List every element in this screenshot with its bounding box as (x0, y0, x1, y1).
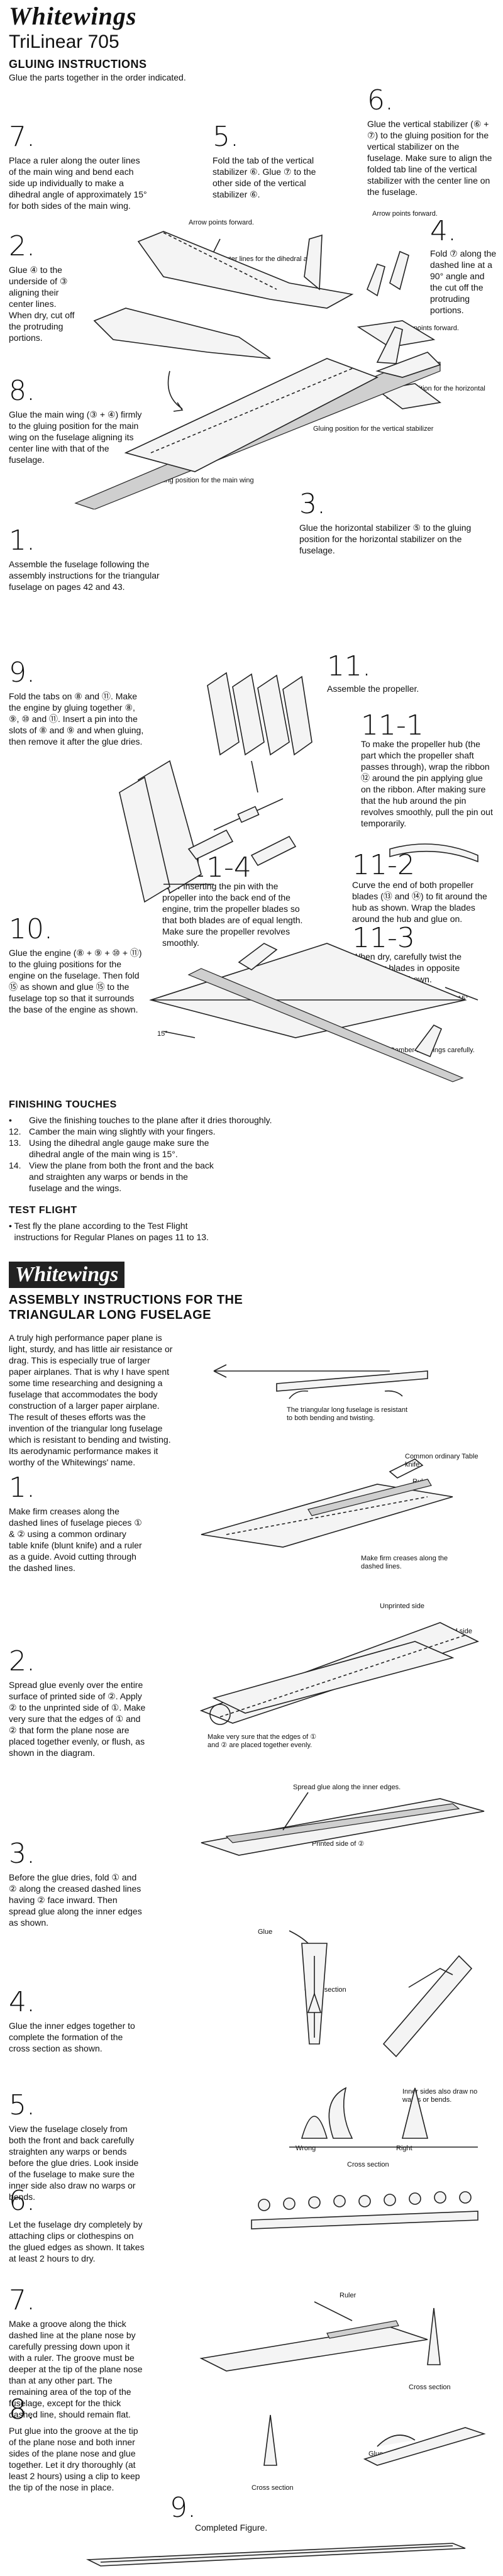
fuselage-step2-diagram (176, 1597, 490, 1736)
test-flight-text: Test fly the plane according to the Test… (14, 1220, 210, 1243)
test-flight-item: • Test fly the plane according to the Te… (9, 1220, 210, 1243)
fuselage-step5-diagram (277, 2075, 490, 2157)
engine-assembled (119, 761, 214, 902)
finishing-item: 12. Camber the main wing slightly with y… (9, 1126, 411, 1137)
engine-parts (207, 673, 312, 792)
fuselage-title: TRIANGULAR LONG FUSELAGE (9, 1308, 211, 1323)
finishing-item: • Give the finishing touches to the plan… (9, 1114, 411, 1126)
step-text: Glue the horizontal stabilizer ⑤ to the … (299, 522, 488, 556)
section-intro: Glue the parts together in the order ind… (9, 72, 186, 83)
fuselage-step7-diagram (189, 2289, 490, 2384)
step-number: 6. (367, 87, 394, 114)
gluing-diagram (0, 214, 503, 509)
brand-logo: Whitewings (9, 1, 136, 31)
step-text: Assemble the fuselage following the asse… (9, 558, 166, 592)
fuselage-step8-diagram (252, 2402, 490, 2478)
step-text: Glue the inner edges together to complet… (9, 2020, 146, 2054)
model-title: TriLinear 705 (9, 31, 119, 53)
step-number: 9. (170, 2494, 196, 2522)
step-text: Fold the tab of the vertical stabilizer … (213, 155, 338, 200)
bullet-icon: • (9, 1114, 29, 1126)
fuselage-intro: A truly high performance paper plane is … (9, 1332, 174, 1468)
step-number: 6. (9, 2187, 35, 2215)
fuselage-step1-diagram (189, 1446, 490, 1553)
step-text: Put glue into the groove at the tip of t… (9, 2425, 146, 2493)
fuselage-resist-diagram (189, 1346, 440, 1409)
finishing-item: 13. Using the dihedral angle gauge make … (9, 1137, 411, 1160)
step-number: 8. (9, 2396, 35, 2424)
clip-icons (258, 2192, 471, 2211)
step-number: 5. (213, 123, 239, 151)
brand-logo: Whitewings (9, 1262, 124, 1288)
step-number: 4. (9, 1989, 35, 2016)
finishing-text: Camber the main wing slightly with your … (29, 1126, 215, 1137)
propeller-hub (214, 799, 478, 862)
step-text: Place a ruler along the outer lines of t… (9, 155, 148, 211)
brand-logo-box: Whitewings (9, 1262, 124, 1288)
section-title: GLUING INSTRUCTIONS (9, 58, 147, 71)
step-number: 5. (9, 2092, 35, 2119)
step-text: Before the glue dries, fold ① and ② alon… (9, 1872, 146, 1928)
finishing-title: FINISHING TOUCHES (9, 1099, 117, 1111)
step-number: 3. (9, 1840, 35, 1868)
propeller-diagram (0, 648, 503, 1101)
fuselage-step6-diagram (239, 2176, 490, 2245)
plane-assembled (151, 943, 478, 1082)
step-text: Let the fuselage dry completely by attac… (9, 2219, 146, 2264)
step-number: 2. (9, 1648, 35, 1675)
finishing-item: 14. View the plane from both the front a… (9, 1160, 411, 1194)
step-text: Glue the vertical stabilizer (⑥ + ⑦) to … (367, 118, 495, 197)
fuselage-step4-diagram (252, 1918, 490, 2069)
finishing-text: View the plane from both the front and t… (29, 1160, 218, 1194)
diagram-label: Cross section (347, 2161, 389, 2169)
step-number: 1. (9, 527, 35, 555)
diagram-label: Cross section (409, 2384, 451, 2392)
bullet-icon: • (9, 1220, 14, 1243)
finishing-text: Give the finishing touches to the plane … (29, 1114, 272, 1126)
test-flight-title: TEST FLIGHT (9, 1205, 77, 1216)
finishing-num: 13. (9, 1137, 29, 1160)
finishing-num: 14. (9, 1160, 29, 1194)
finishing-num: 12. (9, 1126, 29, 1137)
vertical-stabilizer-part (304, 235, 409, 296)
propeller-blades (189, 830, 296, 865)
step-number: 1. (9, 1474, 35, 1502)
finishing-list: • Give the finishing touches to the plan… (9, 1114, 411, 1194)
diagram-label: Cross section (252, 2484, 294, 2492)
fuselage-step3-diagram (189, 1786, 490, 1862)
step-text: Spread glue evenly over the entire surfa… (9, 1679, 148, 1758)
step-number: 7. (9, 2287, 35, 2314)
finishing-text: Using the dihedral angle gauge make sure… (29, 1137, 218, 1160)
step-text: Completed Figure. (195, 2522, 267, 2533)
completed-fuselage (75, 2534, 478, 2572)
step-text: Make firm creases along the dashed lines… (9, 1506, 146, 1574)
fuselage-title: ASSEMBLY INSTRUCTIONS FOR THE (9, 1293, 243, 1307)
step-number: 7. (9, 123, 35, 151)
diagram-label: Make firm creases along the dashed lines… (361, 1555, 468, 1571)
